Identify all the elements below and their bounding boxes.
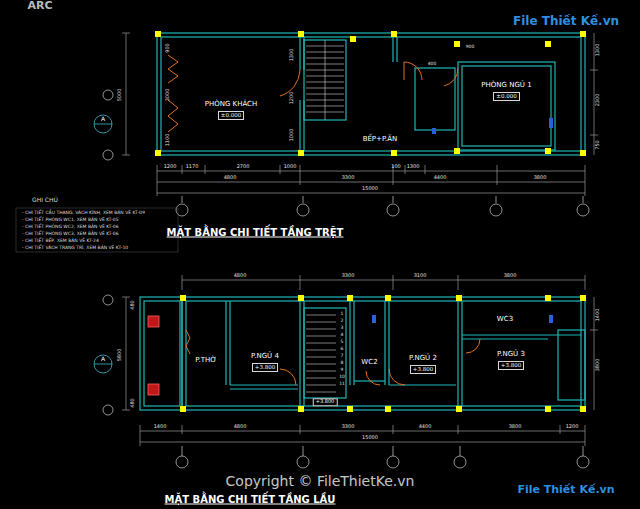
room-area: PHÒNG KHÁCH ±0.000 [162, 80, 300, 140]
dimension-text: 1400 [154, 424, 167, 430]
dimension-text: 4800 [224, 175, 237, 181]
level-mark: ±0.000 [218, 111, 244, 120]
dimension-text: 3300 [342, 175, 355, 181]
note-line: - CHI TIẾT PHÒNG WC2, XEM BẢN VẼ KT-06 [22, 225, 119, 230]
level-mark: +3.800 [313, 398, 338, 406]
dimension-text: 4800 [234, 424, 247, 430]
room-name: P.NGỦ 4 [251, 352, 279, 361]
dimension-text: 1100 [165, 134, 171, 147]
note-line: - CHI TIẾT PHÒNG WC3, XEM BẢN VẼ KT-06 [22, 232, 119, 237]
dimension-text: 15000 [362, 435, 378, 441]
stair-step-number: 7 [341, 354, 344, 359]
room-name: P.NGỦ 3 [497, 350, 525, 359]
dimension-text: 400 [428, 62, 437, 67]
room-area: P.THỜ [186, 340, 226, 380]
level-mark: +3.800 [498, 361, 524, 370]
dimension-text: 3800 [509, 424, 522, 430]
watermark: File Thiết Kế.vn [513, 15, 619, 28]
room-area: P.NGỦ 3 +3.800 [463, 340, 559, 380]
room-area: WC2 [354, 350, 385, 374]
dimension-text: 3800 [504, 273, 517, 279]
stair-step-number: 2 [341, 319, 344, 324]
room-name: P.NGỦ 2 [409, 354, 437, 363]
note-line: - CHI TIẾT PHÒNG WC1, XEM BẢN VẼ KT-05 [22, 218, 119, 223]
dimension-text: 480 [130, 398, 136, 408]
drawing-title: MẶT BẰNG CHI TIẾT TẦNG LẦU [165, 494, 336, 505]
dimension-text: 3800 [534, 175, 547, 181]
room-name: PHÒNG NGỦ 1 [481, 81, 531, 90]
watermark: Copyright © FileThietKe.vn [226, 474, 415, 489]
room-area: WC3 [463, 305, 547, 333]
dimension-text: 1170 [186, 164, 199, 170]
note-heading: GHI CHÚ [32, 197, 58, 204]
dimension-text: 2300 [595, 94, 601, 107]
dimension-text: 4800 [234, 273, 247, 279]
dimension-text: 1300 [595, 44, 601, 57]
dimension-text: 1200 [566, 424, 579, 430]
stair-step-number: 11 [339, 382, 345, 387]
stair-step-number: 6 [341, 347, 344, 352]
dimension-text: 900 [165, 43, 171, 53]
level-mark: +3.800 [252, 363, 278, 372]
dimension-text: 1400 [595, 309, 601, 322]
room-area: BẾP+P.ĂN [346, 128, 414, 150]
section-mark: A [101, 116, 105, 123]
dimension-text: 4400 [434, 175, 447, 181]
dimension-text: 1000 [289, 129, 295, 142]
stair-step-number: 1 [341, 312, 344, 317]
stair-step-number: 4 [341, 333, 344, 338]
dimension-text: 1000 [284, 164, 297, 170]
dimension-text: 2700 [237, 164, 250, 170]
stair-step-number: 10 [339, 375, 345, 380]
section-mark: A [101, 356, 105, 363]
room-area: P.NGỦ 2 +3.800 [390, 345, 456, 383]
dimension-text: 100 [391, 164, 401, 170]
stair-step-number: 8 [341, 361, 344, 366]
dimension-text: 3800 [595, 359, 601, 372]
note-line: - CHI TIẾT BẾP, XEM BẢN VẼ KT-24 [22, 239, 99, 244]
note-line: - CHI TIẾT CẦU THANG, VÁCH KÍNH, XEM BẢN… [22, 211, 145, 216]
room-area: P.NGỦ 4 +3.800 [231, 340, 299, 384]
dimension-text: 15000 [362, 186, 378, 192]
room-name: WC3 [497, 315, 513, 324]
level-mark: ±0.000 [493, 92, 519, 101]
dimension-text: 1200 [289, 92, 295, 105]
dimension-text: 1300 [289, 49, 295, 62]
room-name: BẾP+P.ĂN [363, 135, 398, 144]
dimension-text: 3300 [342, 273, 355, 279]
dimension-text: 3100 [414, 273, 427, 279]
dimension-text: 1300 [407, 164, 420, 170]
watermark: File Thiết Kế.vn [517, 484, 614, 496]
dimension-text: 1200 [164, 164, 177, 170]
stair-step-number: 3 [341, 326, 344, 331]
dimension-text: 4400 [419, 424, 432, 430]
room-name: P.THỜ [195, 356, 216, 365]
room-name: WC2 [361, 358, 377, 367]
drawing-title: MẶT BẰNG CHI TIẾT TẦNG TRỆT [167, 227, 344, 238]
logo-text: ARC [27, 0, 52, 12]
stair-step-number: 5 [341, 340, 344, 345]
dimension-text: 3000 [165, 89, 171, 102]
dimension-text: 480 [130, 300, 136, 310]
dimension-text: 5800 [117, 349, 123, 362]
dimension-text: 750 [595, 140, 601, 150]
dimension-text: 3300 [342, 424, 355, 430]
stair-step-number: 9 [341, 368, 344, 373]
level-mark: +3.800 [410, 365, 436, 374]
dimension-text: 900 [466, 45, 475, 50]
room-name: PHÒNG KHÁCH [205, 100, 258, 109]
dimension-text: 5000 [117, 89, 123, 102]
note-line: - CHI TIẾT VÁCH TRANG TRÍ, XEM BẢN VẼ KT… [22, 246, 128, 251]
room-area: PHÒNG NGỦ 1 ±0.000 [463, 72, 550, 110]
